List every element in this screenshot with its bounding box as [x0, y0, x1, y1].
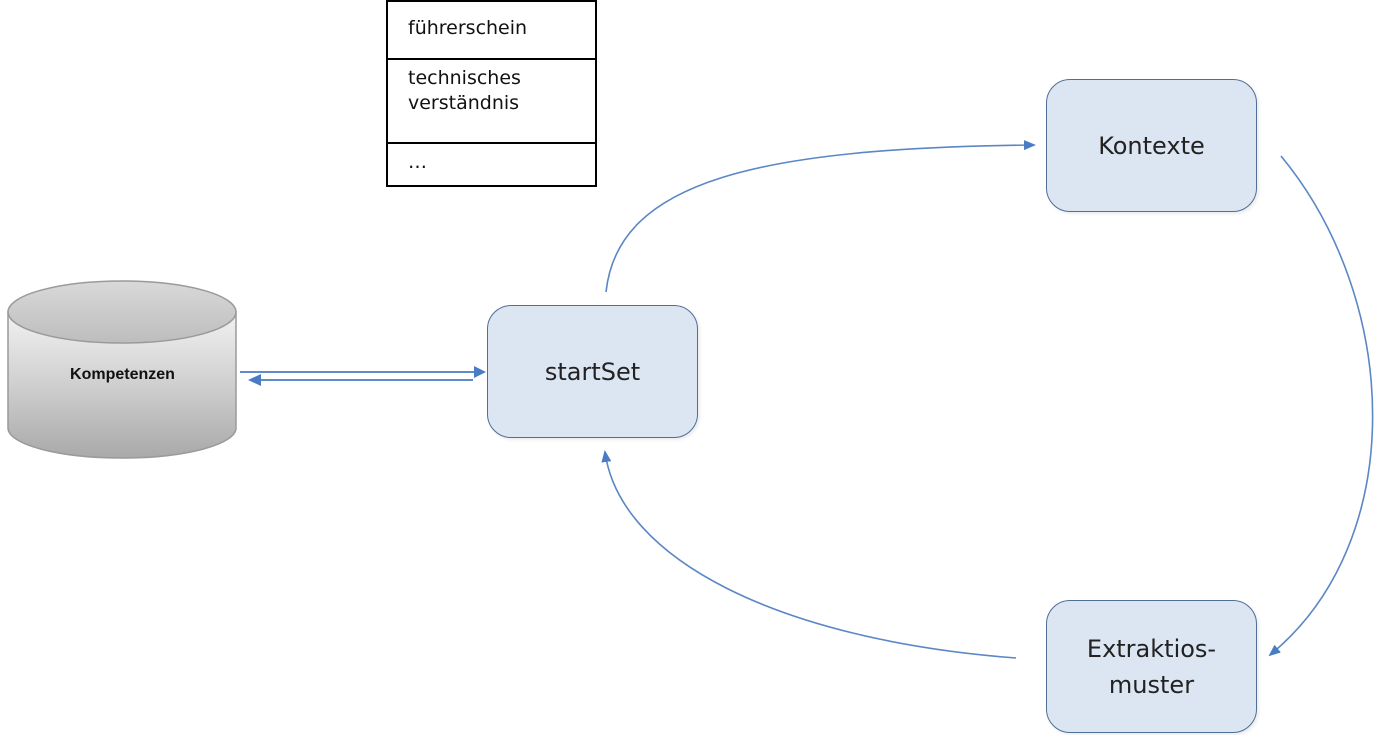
list-item: führerschein [388, 0, 595, 58]
list-item-label-line2: verständnis [408, 92, 520, 114]
list-item-label: führerschein [408, 17, 528, 39]
database-label: Kompetenzen [70, 366, 175, 383]
node-startset-label: startSet [544, 357, 641, 386]
list-item-label-line1: technisches [408, 67, 521, 89]
node-extraktion-label-line1: Extraktios- [1086, 634, 1217, 663]
node-kontexte: Kontexte [1046, 79, 1257, 212]
arrow-startset-to-kontexte [605, 140, 1036, 293]
node-extraktionsmuster: Extraktios- muster [1046, 600, 1257, 733]
arrow-extraktion-to-startset [601, 450, 1017, 659]
list-item-label: … [408, 151, 427, 173]
db-startset-connector [240, 366, 486, 386]
database-cylinder [7, 280, 237, 459]
list-item: technisches verständnis [388, 58, 595, 142]
node-extraktion-label-line2: muster [1108, 670, 1195, 699]
node-kontexte-label: Kontexte [1098, 131, 1205, 160]
example-list-box: führerschein technisches verständnis … [386, 0, 597, 187]
node-startset: startSet [487, 305, 698, 438]
list-item: … [388, 142, 595, 187]
arrow-kontexte-to-extraktion [1268, 155, 1374, 657]
